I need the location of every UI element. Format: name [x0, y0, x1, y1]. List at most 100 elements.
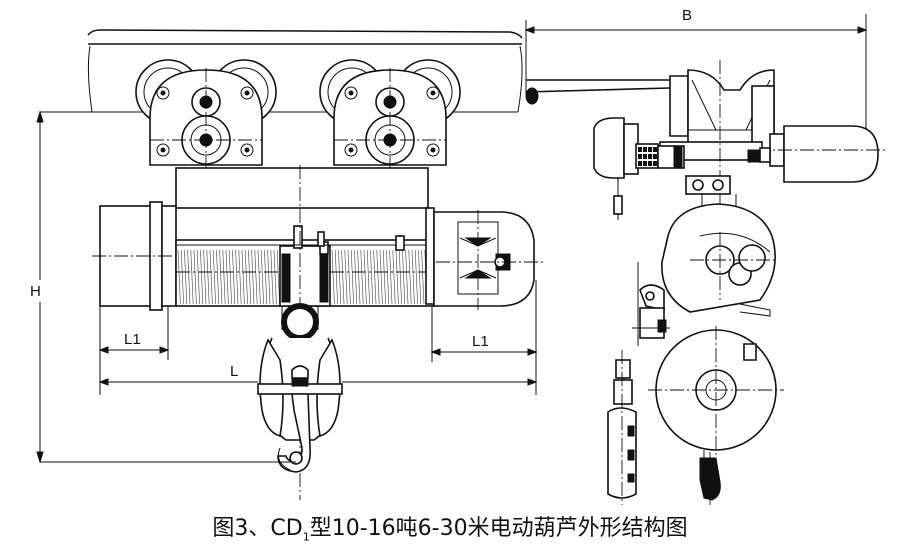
- rope-wrap-line: [200, 249, 204, 305]
- dimension-l: L: [98, 363, 538, 386]
- rope-wrap-line: [347, 249, 351, 305]
- rope-wrap-line: [414, 249, 418, 305]
- rope-wrap-line: [228, 249, 232, 305]
- side-view: B: [524, 7, 888, 505]
- rope-wrap-line: [379, 249, 383, 305]
- control-box: [593, 117, 685, 220]
- dimension-b: B: [524, 7, 868, 135]
- rope-wrap-line: [180, 249, 184, 305]
- l-label: L: [230, 363, 238, 380]
- rope-wrap-line: [395, 249, 399, 305]
- rope-wrap-line: [334, 249, 338, 305]
- rope-wrap-line: [232, 249, 236, 305]
- rope-wrap-line: [257, 249, 261, 305]
- l1-left-label: L1: [124, 331, 141, 348]
- rope-wrap-line: [248, 249, 252, 305]
- rope-wrap-line: [187, 249, 191, 305]
- rope-wrap-line: [235, 249, 239, 305]
- side-link: [685, 175, 737, 214]
- rope-wrap-line: [408, 249, 412, 305]
- rope-wrap-line: [366, 249, 370, 305]
- rope-wrap-line: [206, 249, 210, 305]
- caption-prefix: 图3、CD: [212, 516, 303, 541]
- terminal-block: [638, 147, 657, 166]
- dimension-h: H: [28, 110, 296, 464]
- rope-wrap-line: [238, 249, 242, 305]
- rope-wrap-hatching: [331, 249, 431, 305]
- side-beam: [525, 79, 671, 105]
- terminal-cell: [643, 147, 647, 152]
- rope-wrap-line: [270, 249, 274, 305]
- rope-wrap-line: [389, 249, 393, 305]
- l1-right-label: L1: [472, 333, 489, 350]
- rope-wrap-line: [341, 249, 345, 305]
- dimension-l1-right: L1: [430, 280, 538, 395]
- rope-wrap-line: [251, 249, 255, 305]
- hoist-frame: [175, 167, 429, 209]
- figure-caption: 图3、CD1型10-16吨6-30米电动葫芦外形结构图: [0, 510, 900, 543]
- rope-wrap-line: [344, 249, 348, 305]
- h-label: H: [30, 283, 41, 300]
- terminal-cell: [643, 161, 647, 166]
- terminal-cell: [648, 161, 652, 166]
- dimension-l1-left: L1: [98, 306, 170, 395]
- rope-wrap-line: [357, 249, 361, 305]
- rope-wrap-line: [225, 249, 229, 305]
- rope-wrap-line: [370, 249, 374, 305]
- rope-wrap-line: [241, 249, 245, 305]
- rope-wrap-line: [216, 249, 220, 305]
- rope-wrap-line: [219, 249, 223, 305]
- terminal-cell: [638, 154, 642, 159]
- caption-suffix: 型10-16吨6-30米电动葫芦外形结构图: [309, 516, 688, 541]
- rope-wrap-line: [264, 249, 268, 305]
- travel-motor: [747, 125, 888, 183]
- rope-wrap-line: [350, 249, 354, 305]
- rope-wrap-hatching: [177, 249, 280, 305]
- rope-wrap-line: [254, 249, 258, 305]
- rope-wrap-line: [267, 249, 271, 305]
- limit-switch-rod: [176, 231, 434, 251]
- rope-wrap-line: [222, 249, 226, 305]
- rope-wrap-line: [405, 249, 409, 305]
- rope-wrap-line: [360, 249, 364, 305]
- rope-wrap-line: [331, 249, 335, 305]
- rope-wrap-line: [402, 249, 406, 305]
- rope-wrap-line: [363, 249, 367, 305]
- rope-wrap-line: [382, 249, 386, 305]
- right-trolley: [319, 59, 461, 190]
- rope-wrap-line: [376, 249, 380, 305]
- terminal-cell: [648, 154, 652, 159]
- side-reducer: [661, 203, 778, 317]
- side-drum: [648, 326, 784, 460]
- terminal-cell: [653, 154, 657, 159]
- rope-wrap-line: [260, 249, 264, 305]
- rope-wrap-line: [244, 249, 248, 305]
- rope-wrap-line: [190, 249, 194, 305]
- rope-wrap-line: [418, 249, 422, 305]
- rope-wrap-line: [398, 249, 402, 305]
- left-motor: [92, 201, 178, 311]
- rope-wrap-line: [193, 249, 197, 305]
- rope-wrap-line: [212, 249, 216, 305]
- rope-wrap-line: [421, 249, 425, 305]
- rope-wrap-line: [184, 249, 188, 305]
- rope-wrap-line: [354, 249, 358, 305]
- left-trolley: [135, 59, 277, 190]
- pendant-bracket: [632, 262, 670, 346]
- caption-subscript: 1: [302, 530, 310, 544]
- terminal-cell: [653, 161, 657, 166]
- terminal-cell: [653, 147, 657, 152]
- terminal-cell: [643, 154, 647, 159]
- rope-wrap-line: [386, 249, 390, 305]
- terminal-cell: [648, 147, 652, 152]
- terminal-cell: [638, 161, 642, 166]
- rope-wrap-line: [338, 249, 342, 305]
- rope-wrap-line: [177, 249, 181, 305]
- side-trolley: [659, 60, 775, 212]
- rope-wrap-line: [203, 249, 207, 305]
- reducer-housing: [425, 207, 545, 310]
- rope-wrap-line: [392, 249, 396, 305]
- terminal-cell: [638, 147, 642, 152]
